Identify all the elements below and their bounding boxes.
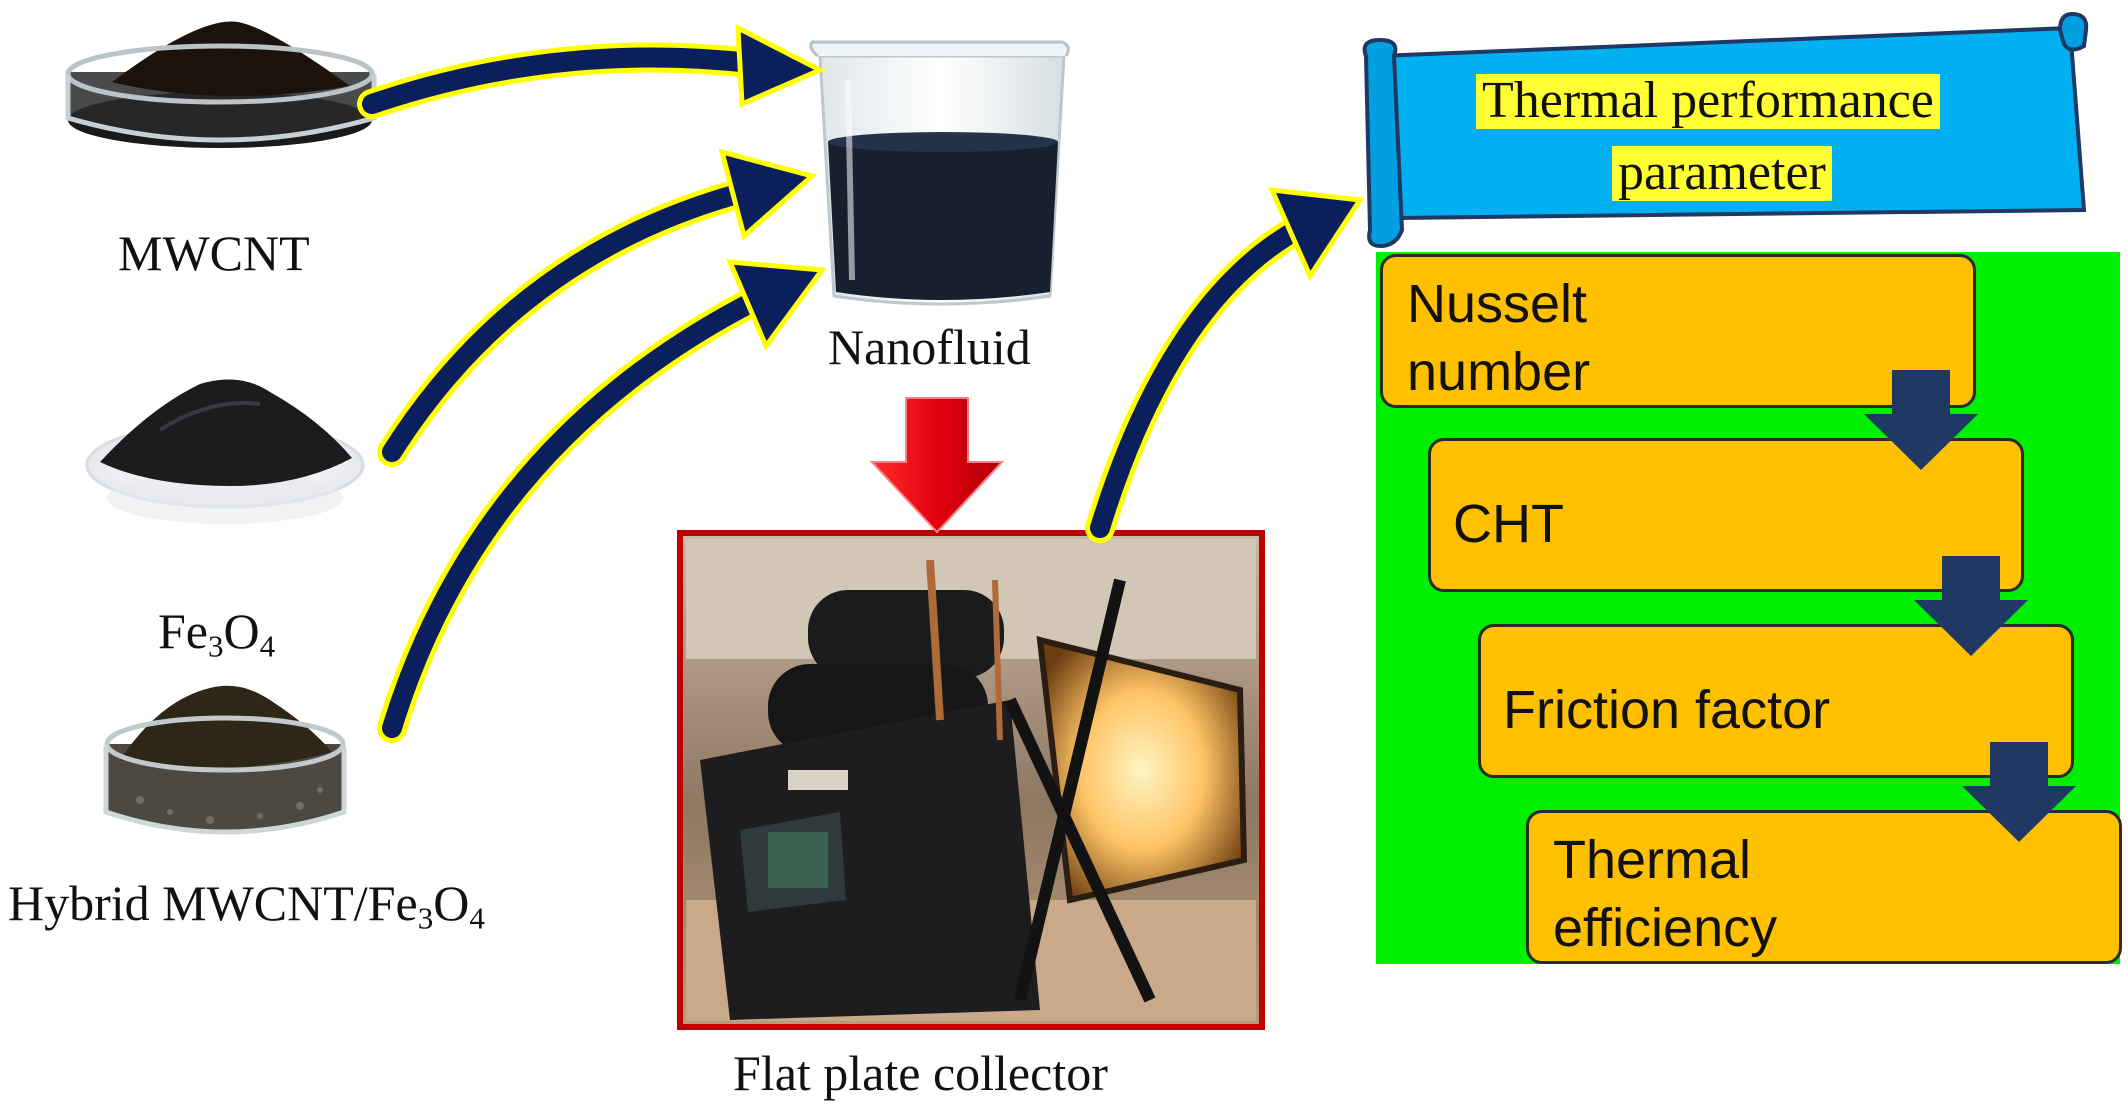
step-friction-factor: Friction factor — [1478, 624, 2074, 778]
step-label: Nusselt — [1407, 274, 1588, 334]
hybrid-label-base: Hybrid MWCNT/Fe — [8, 875, 418, 931]
fe3o4-label-base: Fe — [158, 603, 208, 659]
parameter-banner-scroll — [1362, 11, 2089, 249]
step-label: CHT — [1453, 494, 1564, 554]
arrow-hybrid-to-nanofluid — [377, 259, 827, 743]
flat-plate-collector-photo — [677, 530, 1265, 1030]
fe3o4-label: Fe3O4 — [158, 603, 275, 662]
fe3o4-label-sub2: 4 — [259, 628, 276, 664]
fe3o4-label-sub1: 3 — [208, 628, 224, 664]
step-thermal-efficiency: Thermal efficiency — [1526, 810, 2122, 964]
hybrid-label: Hybrid MWCNT/Fe3O4 — [8, 875, 485, 934]
banner-title-line2: parameter — [1612, 145, 1832, 201]
nanofluid-label: Nanofluid — [828, 319, 1031, 375]
fe3o4-plate-image — [85, 379, 365, 524]
hybrid-label-mid: O — [433, 875, 470, 931]
arrow-fe3o4-to-nanofluid — [377, 148, 818, 467]
step-label: number — [1407, 341, 1591, 402]
flat-plate-collector-label: Flat plate collector — [733, 1045, 1108, 1101]
step-cht: CHT — [1428, 438, 2024, 592]
banner-title-line1: Thermal performance — [1476, 73, 1940, 129]
hybrid-label-sub1: 3 — [417, 900, 434, 936]
hybrid-label-sub2: 4 — [469, 900, 485, 936]
arrow-mwcnt-to-nanofluid — [357, 23, 826, 119]
step-nusselt-number: Nusselt number — [1380, 254, 1976, 408]
nanofluid-beaker-image — [809, 40, 1070, 306]
step-label: Friction factor — [1503, 680, 1831, 740]
hybrid-dish-image — [103, 685, 347, 835]
mwcnt-label: MWCNT — [118, 225, 310, 281]
step-label: efficiency — [1553, 897, 1778, 958]
fe3o4-label-mid: O — [223, 603, 260, 659]
down-arrow-icon — [869, 397, 1005, 534]
step-label: Thermal — [1553, 830, 1752, 890]
arrow-collector-to-parameters — [1085, 187, 1365, 543]
mwcnt-dish-image — [65, 21, 377, 148]
